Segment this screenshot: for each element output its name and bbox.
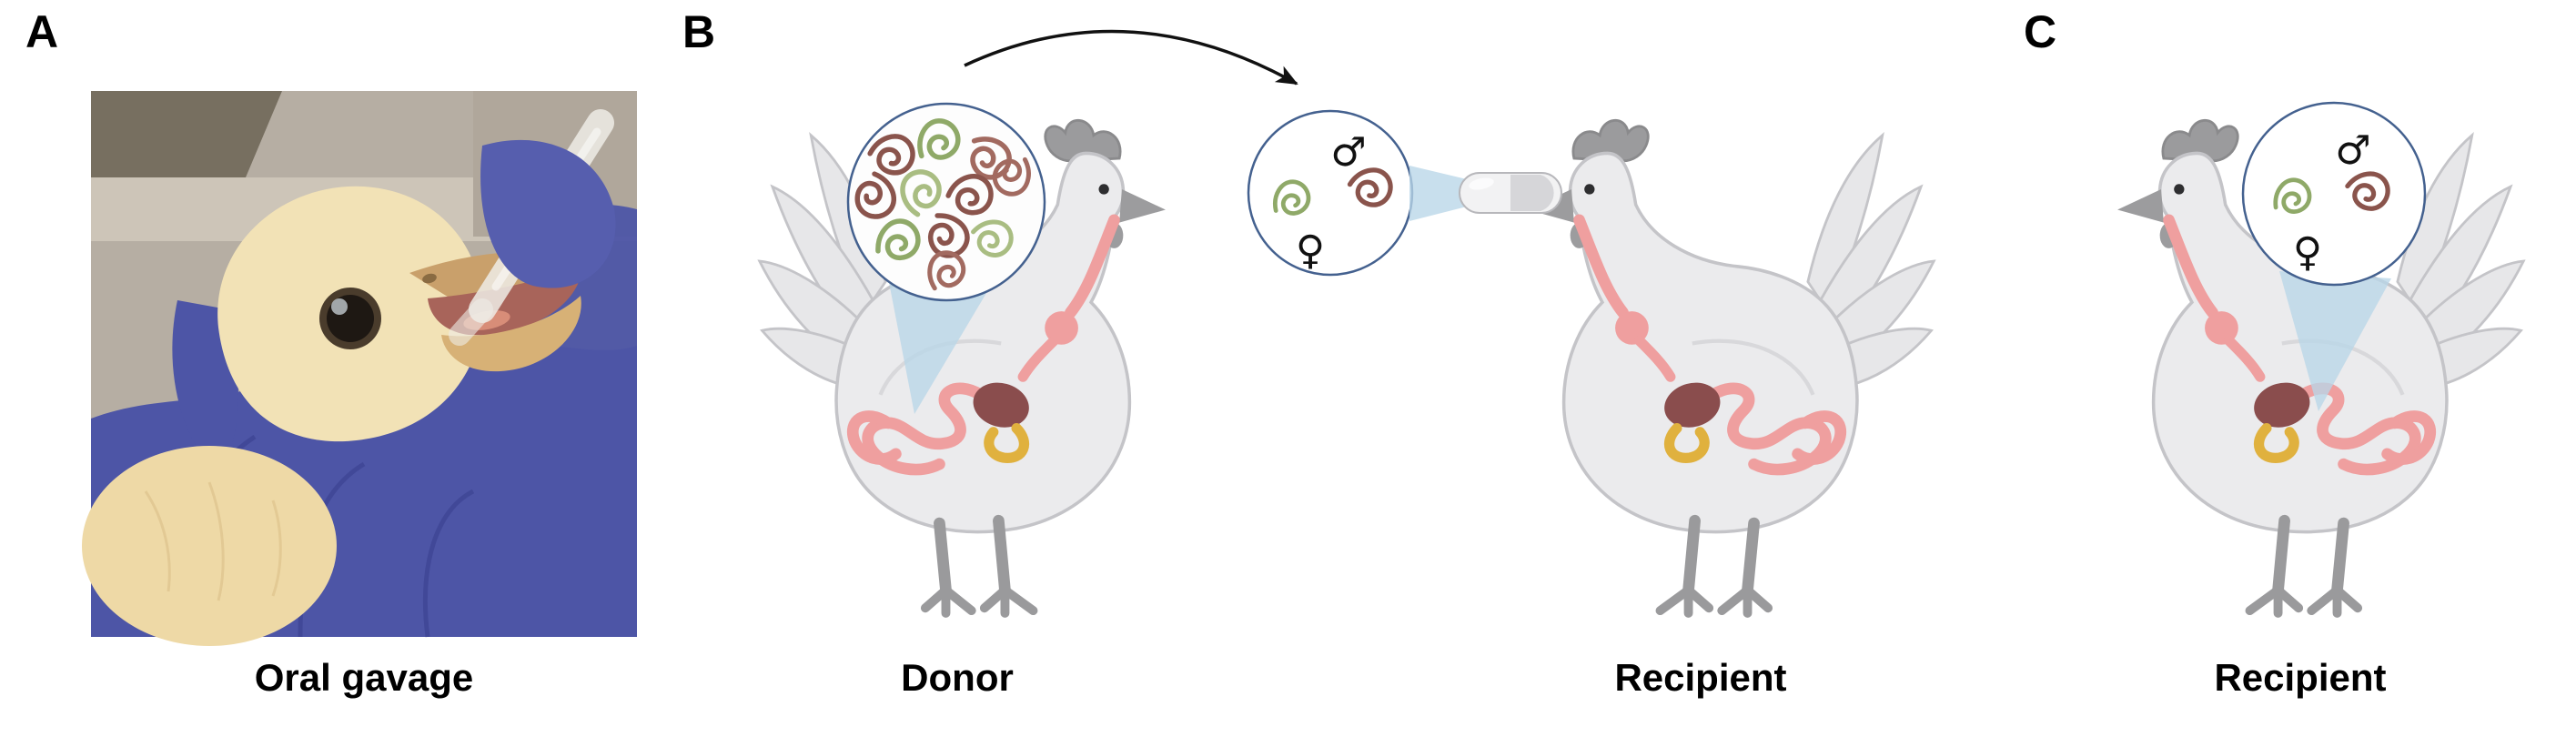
panel-a-label: A [25,6,59,57]
caption-recipient-c: Recipient [2214,656,2387,699]
chick-body [82,446,337,646]
glove-thumb-top [480,139,616,288]
male-symbol: ♂ [2335,127,2370,174]
panel-c-label: C [2024,6,2057,57]
capsule-worm-circle: ♂ ♀ [1247,109,1414,277]
recipient-beam-c [2279,271,2391,411]
caption-recipient-b: Recipient [1614,656,1787,699]
recipient-worm-circle-c: ♂ ♀ [2241,101,2427,287]
capsule-beam [1409,166,1467,221]
chick-beak-lower [441,296,581,372]
female-symbol: ♀ [2293,229,2322,276]
panel-b-label: B [682,6,716,57]
nostril [422,273,437,284]
transfer-arrow [964,29,1298,86]
caption-oral-gavage: Oral gavage [254,656,474,699]
male-symbol: ♂ [1330,129,1366,176]
caption-donor: Donor [901,656,1014,699]
donor-worm-circle [846,102,1046,302]
gavage-capsule [1459,172,1562,214]
donor-beam [887,273,992,414]
oral-gavage-photo [82,91,637,646]
female-symbol: ♀ [1296,227,1325,274]
recipient-chicken-b [1528,120,1934,613]
